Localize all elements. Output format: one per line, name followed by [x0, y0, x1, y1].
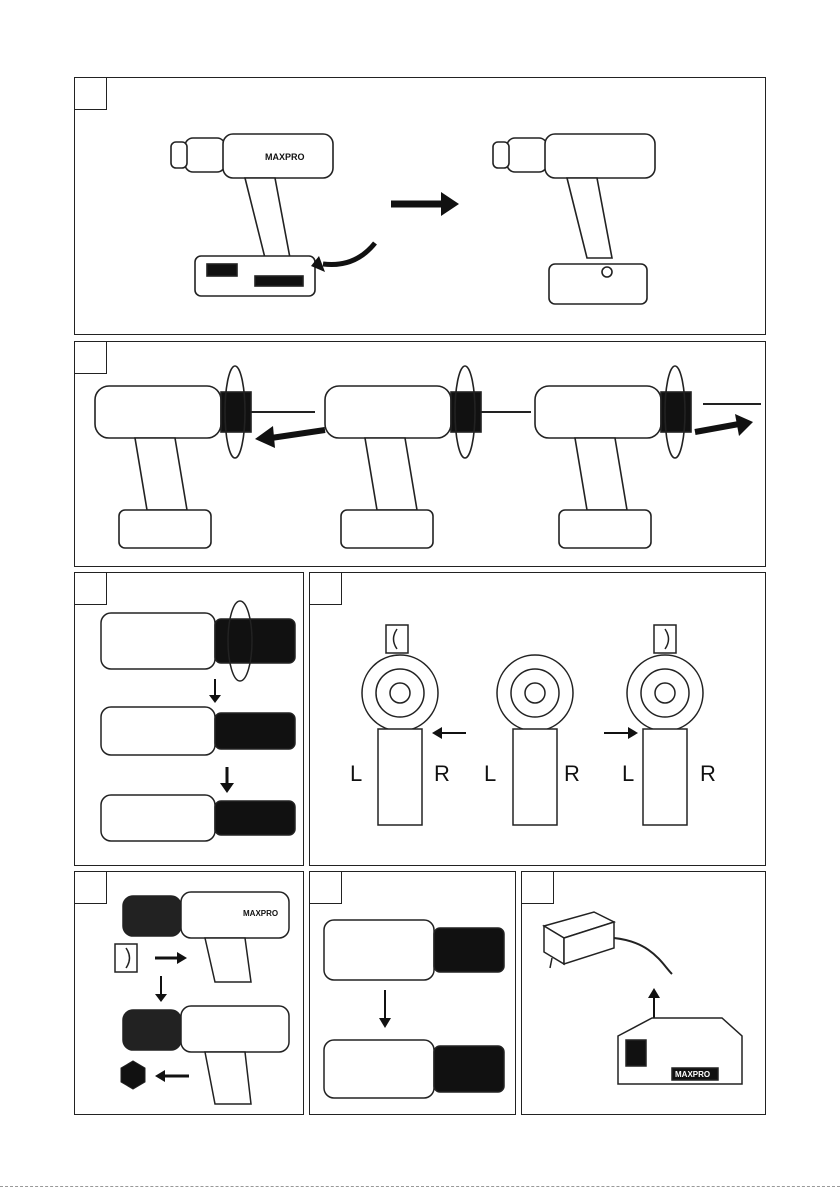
battery-attach-illustration: MAXPRO [75, 78, 767, 336]
drill-drawing [493, 134, 655, 304]
rotation-symbol-icon [115, 944, 137, 972]
curved-arrow-icon [323, 243, 375, 265]
drill-top-view [101, 707, 295, 755]
left-arrow-icon [271, 430, 325, 438]
direction-illustration [310, 573, 767, 867]
drill-side-drawing [535, 366, 691, 548]
drill-drawing [123, 1006, 289, 1104]
chuck-illustration [75, 573, 305, 867]
drill-drawing [171, 134, 333, 296]
label-left-2: L [484, 761, 496, 787]
label-left-1: L [350, 761, 362, 787]
drill-drawing [123, 892, 289, 982]
label-right-3: R [700, 761, 716, 787]
drill-side-drawing [95, 366, 251, 548]
bit-insert-illustration [75, 342, 767, 568]
rotation-symbol-icon [654, 625, 676, 653]
panel-mode: MAXPRO [74, 871, 304, 1115]
drill-front-view [497, 655, 573, 825]
charger-illustration: MAXPRO [522, 872, 767, 1116]
power-adapter-drawing [544, 912, 614, 968]
drill-side-drawing [325, 366, 481, 548]
drill-top-view [101, 601, 295, 681]
panel-charger: MAXPRO [521, 871, 766, 1115]
drill-top-view [324, 1040, 504, 1098]
gear-illustration [310, 872, 517, 1116]
panel-battery-attach: MAXPRO [74, 77, 766, 335]
label-right-1: R [434, 761, 450, 787]
panel-bit-insert [74, 341, 766, 567]
panel-chuck [74, 572, 304, 866]
drill-front-view [362, 655, 438, 825]
hex-nut-icon [121, 1061, 145, 1089]
right-arrow-icon [695, 424, 739, 432]
brand-logo: MAXPRO [675, 1070, 710, 1079]
label-right-2: R [564, 761, 580, 787]
drill-front-view [627, 655, 703, 825]
brand-logo: MAXPRO [265, 152, 305, 162]
drill-top-view [324, 920, 504, 980]
brand-logo: MAXPRO [243, 909, 278, 918]
charger-cable [614, 938, 672, 974]
label-left-3: L [622, 761, 634, 787]
panel-gear [309, 871, 516, 1115]
page-cut-line [0, 1186, 840, 1187]
rotation-symbol-icon [386, 625, 408, 653]
mode-illustration: MAXPRO [75, 872, 305, 1116]
drill-top-view [101, 795, 295, 841]
panel-direction: L R L R L R [309, 572, 766, 866]
